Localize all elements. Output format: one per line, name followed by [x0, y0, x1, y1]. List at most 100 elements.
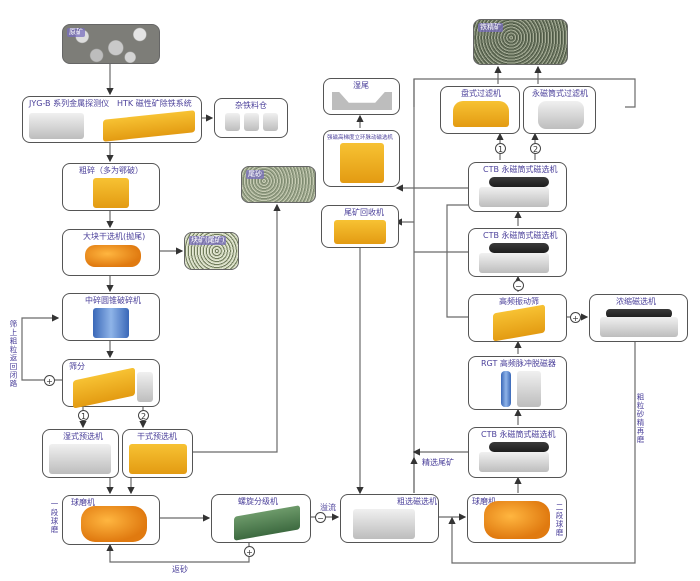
ball-mill-2-label: 球磨机: [472, 497, 496, 506]
rgt-cabinet-image: [517, 371, 541, 407]
htk-label: HTK 磁性矿除铁系统: [117, 99, 192, 108]
ball-mill-2-image: [484, 501, 550, 539]
tail-recovery-label: 尾矿回收机: [344, 208, 384, 217]
disc-filter-label: 盘式过滤机: [461, 89, 501, 98]
vibrating-screen-image: [73, 367, 135, 409]
ball-mill-2-side-label: 二段球磨: [555, 503, 564, 537]
ctb-separator-1-label: CTB 永磁筒式磁选机: [483, 165, 558, 174]
edge-regrind-loop: [448, 342, 636, 564]
thick-drum-image: [606, 309, 672, 318]
wet-preseparator-label: 湿式预选机: [63, 432, 103, 441]
high-gradient-image: [340, 143, 384, 183]
dry-preseparator-image: [129, 444, 187, 474]
branch-1-marker: 1: [78, 410, 89, 421]
dry-separator-node: 大块干选机(抛尾): [62, 229, 160, 276]
ctb-3-drum-image: [489, 442, 549, 452]
iron-concentrate-photo: 铁精矿: [473, 19, 568, 65]
drum-filter-label: 永磁筒式过滤机: [532, 89, 588, 98]
bin-1-image: [225, 113, 240, 131]
dry-preseparator-node: 干式预选机: [122, 429, 193, 478]
raw-ore-photo: 原矿: [62, 24, 160, 64]
ball-mill-1-node: 球磨机: [62, 495, 160, 545]
thickening-separator-node: 浓缩磁选机: [589, 294, 688, 342]
hf-screen-plus: +: [570, 312, 581, 323]
drum-separator-image: [85, 245, 141, 267]
rgt-demagnetizer-label: RGT 高频脉冲脱磁器: [481, 359, 556, 368]
rough-separator-image: [353, 509, 415, 539]
cleaner-tail-label: 精选尾矿: [422, 458, 454, 467]
tailings-pond-label: 湿尾: [353, 81, 369, 90]
bin-3-image: [263, 113, 278, 131]
overflow-label: 溢流: [320, 503, 336, 512]
drum-filter-image: [538, 101, 584, 129]
edge-return-sand: [106, 543, 250, 563]
rgt-demagnetizer-node: RGT 高频脉冲脱磁器: [468, 356, 567, 410]
medium-crusher-label: 中碎圆锥破碎机: [85, 296, 141, 305]
filter-branch-2-marker: 2: [530, 143, 541, 154]
hf-screen-minus: −: [513, 280, 524, 291]
branch-2-marker: 2: [138, 410, 149, 421]
ball-mill-1-label: 球磨机: [71, 498, 95, 507]
ctb-separator-3-node: CTB 永磁筒式磁选机: [468, 427, 567, 478]
screening-node: 筛分: [62, 359, 160, 409]
ball-mill-2-node: 球磨机 二段球磨: [467, 494, 567, 543]
tailings-sand-photo: 尾砂: [241, 166, 316, 203]
tailings-sand-label: 尾砂: [246, 170, 264, 179]
drum-filter-node: 永磁筒式过滤机: [523, 86, 596, 134]
edge-hfscreen-return: [446, 204, 468, 318]
dry-separator-label: 大块干选机(抛尾): [83, 232, 146, 241]
ball-mill-1-side-label: 一段球磨: [50, 500, 59, 534]
high-gradient-separator-label: 强磁高梯度立环脉动磁选机: [327, 135, 394, 141]
iron-remover-image: [103, 110, 195, 142]
dry-tail-label: 块矿(尾矿): [189, 236, 227, 245]
return-sand-plus: +: [244, 546, 255, 557]
high-gradient-separator-node: 强磁高梯度立环脉动磁选机: [323, 130, 400, 187]
screen-return-label: 筛上粗粒返回闭路: [9, 320, 18, 388]
overflow-minus: −: [315, 512, 326, 523]
return-sand-label: 返砂: [172, 565, 188, 574]
medium-crusher-node: 中碎圆锥破碎机: [62, 293, 160, 341]
filter-branch-1-marker: 1: [495, 143, 506, 154]
tail-recovery-image: [334, 220, 386, 244]
wet-separator-image: [49, 444, 111, 474]
rough-separator-label: 粗选磁选机: [397, 497, 437, 506]
screen-return-plus: +: [44, 375, 55, 386]
tail-recovery-node: 尾矿回收机: [321, 205, 399, 248]
ctb-separator-3-label: CTB 永磁筒式磁选机: [481, 430, 556, 439]
spiral-classifier-node: 螺旋分级机: [211, 494, 311, 543]
bin-2-image: [244, 113, 259, 131]
thick-tank-image: [600, 317, 678, 337]
cone-crusher-image: [93, 308, 129, 338]
tailings-pond-node: 湿尾: [323, 78, 400, 115]
coarse-regrind-label: 粗粒砂精再磨: [636, 393, 645, 444]
demagnetizer-coil-image: [501, 371, 511, 407]
iron-concentrate-label: 铁精矿: [478, 23, 503, 32]
screening-label: 筛分: [69, 362, 85, 371]
ctb-2-tank-image: [479, 253, 549, 273]
pond-shape-icon: [332, 92, 392, 110]
ctb-2-drum-image: [489, 243, 549, 253]
detector-node: JYG-B 系列金属探测仪 HTK 磁性矿除铁系统: [22, 96, 202, 143]
raw-ore-label: 原矿: [67, 28, 85, 37]
jaw-crusher-image: [93, 178, 129, 208]
ctb-separator-1-node: CTB 永磁筒式磁选机: [468, 162, 567, 212]
disc-filter-image: [453, 101, 509, 127]
wet-preseparator-node: 湿式预选机: [42, 429, 119, 478]
spiral-classifier-label: 螺旋分级机: [238, 497, 278, 506]
dry-preseparator-label: 干式预选机: [137, 432, 177, 441]
coarse-crusher-node: 粗碎（多为鄂破）: [62, 163, 160, 211]
hf-screen-label: 高频振动筛: [499, 297, 539, 306]
spiral-classifier-image: [234, 505, 300, 541]
dry-tail-photo: 块矿(尾矿): [184, 232, 239, 270]
metal-detector-image: [29, 113, 84, 139]
disc-filter-node: 盘式过滤机: [440, 86, 520, 134]
ctb-1-drum-image: [489, 177, 549, 187]
ball-mill-1-image: [81, 506, 147, 542]
ctb-1-tank-image: [479, 187, 549, 207]
edge-screen-return: [21, 314, 62, 381]
ctb-separator-2-node: CTB 永磁筒式磁选机: [468, 228, 567, 277]
edge-dryp-tailings: [193, 203, 281, 453]
hf-screen-image: [493, 304, 545, 342]
ctb-3-tank-image: [479, 452, 549, 472]
